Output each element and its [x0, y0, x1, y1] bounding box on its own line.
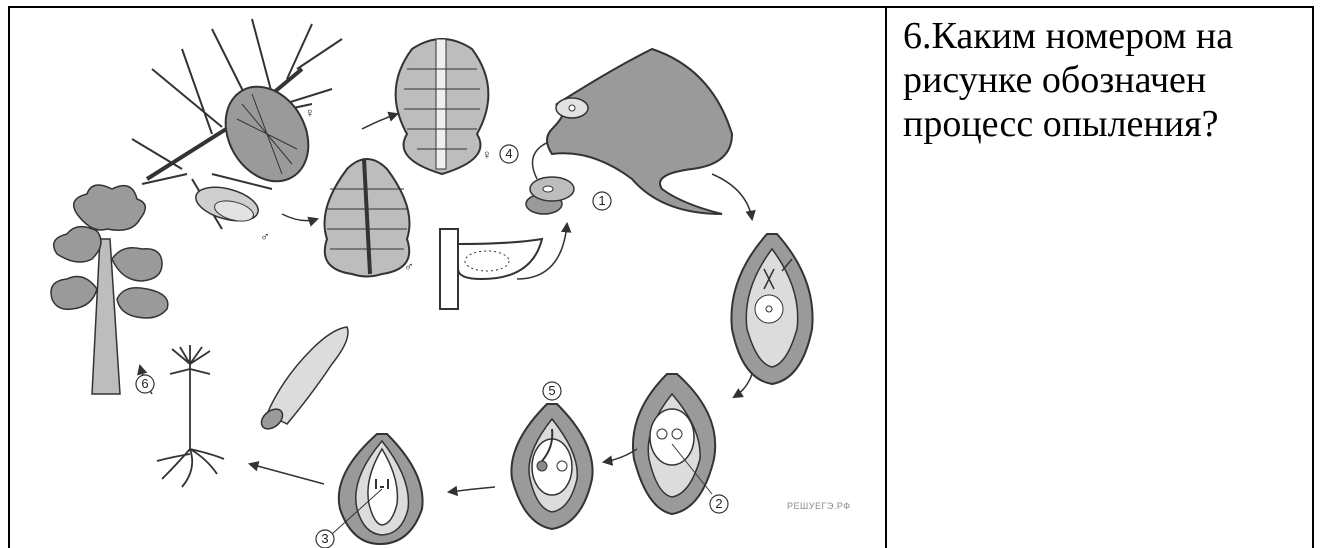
pollen-sac-scale: [440, 229, 542, 309]
seed-zygote: [633, 374, 715, 514]
arrow-to-mature-seed: [449, 487, 495, 492]
male-cones-on-branch: [192, 181, 262, 227]
ovule-fertilization: [731, 234, 812, 384]
seedling: [157, 345, 224, 487]
arrow-ovule-to-seed: [734, 374, 752, 397]
question-text: 6.Каким номером на рисунке обозначен про…: [903, 14, 1303, 146]
label-1: 1: [598, 193, 605, 208]
ovule-scale: [547, 49, 732, 214]
table-border-left: [8, 6, 10, 548]
female-symbol-branch: ♀: [305, 105, 315, 120]
male-cone-section: [325, 159, 410, 277]
arrow-to-male-cone: [282, 214, 317, 221]
label-5: 5: [548, 383, 555, 398]
winged-seed: [258, 327, 348, 433]
male-symbol-section: ♂: [404, 259, 414, 274]
seed-embryo: [511, 404, 592, 529]
male-symbol-branch: ♂: [260, 229, 270, 244]
arrow-to-female-cone: [362, 114, 397, 129]
label-3: 3: [321, 531, 328, 546]
label-4: 4: [505, 146, 512, 161]
label-2: 2: [715, 496, 722, 511]
pine-tree: [51, 185, 168, 394]
table-border-right: [1312, 6, 1314, 548]
pine-life-cycle-diagram: ♀ ♂ ♂ 1: [12, 9, 882, 548]
female-symbol-pollination: ♀: [482, 147, 492, 162]
watermark: РЕШУЕГЭ.РФ: [787, 501, 851, 511]
arrow-to-seedling: [250, 464, 324, 484]
seed-mature: [332, 434, 423, 544]
arrow-to-embryo-seed: [604, 449, 637, 462]
column-divider: [885, 6, 887, 548]
pollen-grain: [526, 177, 574, 214]
female-cone-section: [396, 39, 489, 174]
table-border-top: [8, 6, 1314, 8]
label-6: 6: [141, 376, 148, 391]
